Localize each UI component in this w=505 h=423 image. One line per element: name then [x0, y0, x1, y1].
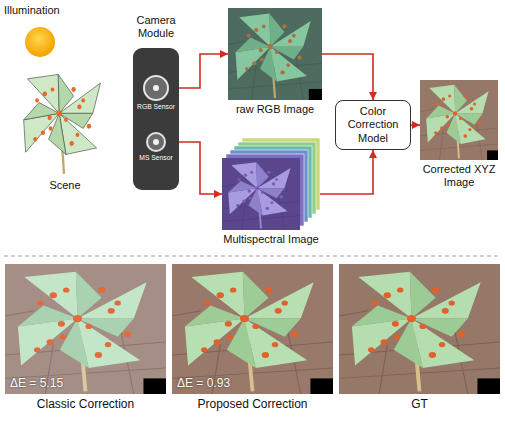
shape-g	[179, 54, 420, 194]
caption-holder: Classic Correction	[0, 397, 171, 411]
gt-photo	[339, 264, 500, 394]
result-image: ΔE = 5.15Classic Correction	[5, 264, 166, 394]
caption: GT	[334, 397, 505, 411]
heading-holder: Camera Module	[124, 14, 188, 40]
process-box: Color Correction Model	[335, 100, 411, 150]
rgb-sensor: RGB Sensor	[133, 72, 179, 116]
raw-image: raw RGB Image	[228, 8, 322, 100]
camera-module: Camera ModuleRGB Sensor MS Sensor	[124, 14, 188, 190]
caption-holder: Proposed Correction	[167, 397, 338, 411]
caption-holder: Multispectral Image	[217, 233, 325, 246]
caption-holder: raw RGB Image	[223, 103, 327, 116]
caption-holder: GT	[334, 397, 505, 411]
lens-ring	[144, 76, 168, 100]
error-value: ΔE = 5.15	[10, 376, 63, 390]
signal-arrow	[411, 124, 420, 126]
caption: raw RGB Image	[223, 103, 327, 116]
ms-sensor: MS Sensor	[133, 126, 179, 170]
pinwheel-drawing	[16, 68, 112, 176]
proposed-photo	[172, 264, 333, 394]
overlay-holder: ΔE = 0.93	[177, 376, 230, 390]
sensor-label: RGB Sensor	[133, 103, 179, 111]
signal-arrow	[179, 54, 228, 88]
sensor-lens	[133, 126, 179, 154]
spectral-stack	[222, 138, 320, 230]
lens-ring	[147, 133, 165, 151]
box-label: Color Correction Model	[336, 105, 410, 145]
scene-node: Scene	[10, 66, 120, 178]
lens-center	[153, 85, 159, 91]
result-image: GT	[339, 264, 500, 394]
multispectral-image: Multispectral Image	[222, 138, 320, 230]
sun-icon	[25, 27, 55, 57]
caption-holder: Corrected XYZ Image	[415, 163, 503, 189]
signal-arrow	[322, 54, 373, 100]
caption: Multispectral Image	[217, 233, 325, 246]
signal-arrow	[179, 142, 222, 194]
text-holder: Illumination	[4, 4, 60, 17]
divider-line	[4, 256, 501, 257]
overlay-holder: ΔE = 5.15	[10, 376, 63, 390]
caption-holder: Scene	[10, 179, 120, 192]
caption: Corrected XYZ Image	[415, 163, 503, 189]
node-label: Illumination	[4, 4, 60, 17]
corrected-photo	[420, 80, 498, 160]
caption: Classic Correction	[0, 397, 171, 411]
sensor-label-holder: MS Sensor	[133, 154, 179, 162]
classic-photo	[5, 264, 166, 394]
sensor-label-holder: RGB Sensor	[133, 103, 179, 111]
corrected-image: Corrected XYZ Image	[420, 80, 498, 160]
result-image: ΔE = 0.93Proposed Correction	[172, 264, 333, 394]
caption: Scene	[10, 179, 120, 192]
raw-photo	[228, 8, 322, 100]
caption: Proposed Correction	[167, 397, 338, 411]
illumination-label: Illumination	[4, 4, 84, 64]
error-value: ΔE = 0.93	[177, 376, 230, 390]
sensor-label: MS Sensor	[133, 154, 179, 162]
lens-center	[153, 139, 159, 145]
camera-body	[133, 48, 179, 190]
shape-use	[222, 158, 300, 230]
signal-arrow	[320, 150, 373, 194]
module-heading: Camera Module	[124, 14, 188, 40]
sensor-lens	[133, 72, 179, 103]
